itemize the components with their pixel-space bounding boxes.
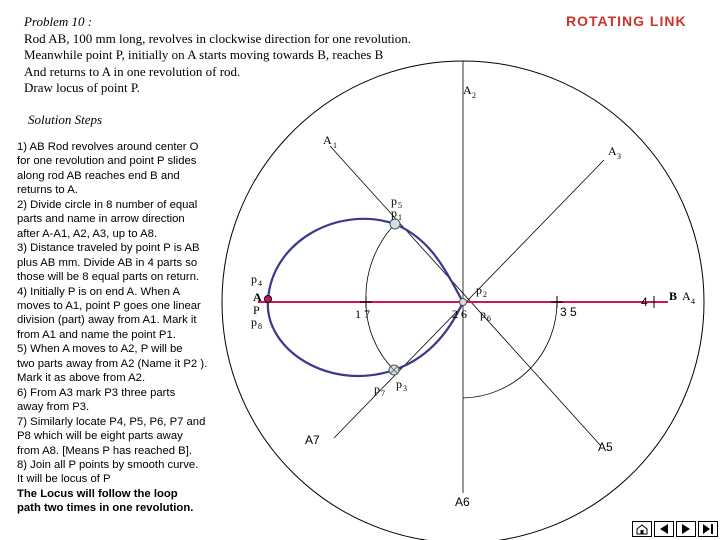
label-p1: p	[391, 206, 397, 220]
step-line: after A-A1, A2, A3, up to A8.	[17, 227, 158, 240]
step-line: plus AB mm. Divide AB in 4 parts so	[17, 256, 198, 269]
division-label-1-7: 1 7	[355, 307, 370, 321]
step-line: 6) From A3 mark P3 three parts	[17, 386, 176, 399]
label-p6: p	[480, 307, 486, 321]
point-p1-marker	[389, 218, 401, 230]
conclusion-line: The Locus will follow the loop	[17, 487, 178, 500]
brand-title: ROTATING LINK	[566, 13, 687, 29]
home-button[interactable]	[632, 521, 652, 537]
home-icon	[636, 524, 648, 535]
slide-navigation	[632, 521, 720, 537]
step-line: two parts away from A2 (Name it P2 ).	[17, 357, 208, 370]
construction-arc-p5	[462, 301, 558, 399]
step-line: 8) Join all P points by smooth curve.	[17, 458, 199, 471]
previous-icon	[660, 524, 668, 534]
last-icon	[703, 524, 713, 534]
label-a3-sub: 3	[617, 152, 621, 161]
label-a5: A5	[598, 440, 613, 454]
step-line: 3) Distance traveled by point P is AB	[17, 242, 200, 255]
step-line: It will be locus of P	[17, 473, 111, 486]
label-p7-sub: 7	[381, 389, 385, 398]
next-icon	[682, 524, 690, 534]
point-p3-cross	[389, 365, 399, 375]
division-line-a1-a5	[329, 145, 602, 447]
problem-title: Problem 10 :	[24, 14, 93, 29]
label-p3-sub: 3	[403, 384, 407, 393]
division-line-a3-a7	[333, 159, 605, 439]
label-a2: A	[463, 83, 472, 97]
label-p3: p	[396, 377, 402, 391]
last-button[interactable]	[698, 521, 718, 537]
solution-title: Solution Steps	[28, 112, 103, 127]
label-a6: A6	[455, 495, 470, 509]
step-line: away from P3.	[17, 401, 90, 414]
label-p4-sub: 4	[258, 279, 262, 288]
step-line: Mark it as above from A2.	[17, 372, 146, 385]
label-a4: A	[682, 289, 691, 303]
label-p5-sub: 5	[398, 201, 402, 210]
label-p4: p	[251, 272, 257, 286]
label-a: A	[253, 290, 262, 304]
step-line: division (part) away from A1. Mark it	[17, 314, 197, 327]
center-o-marker	[459, 298, 467, 306]
label-a1: A	[323, 133, 332, 147]
label-p1-sub: 1	[398, 213, 402, 222]
step-line: moves to A1, point P goes one linear	[17, 299, 201, 312]
step-line: for one revolution and point P slides	[17, 155, 197, 168]
step-line: 2) Divide circle in 8 number of equal	[17, 198, 198, 211]
problem-line: Rod AB, 100 mm long, revolves in clockwi…	[24, 30, 412, 46]
label-a2-sub: 2	[472, 91, 476, 100]
step-line: returns to A.	[17, 184, 78, 197]
division-label-2-6: 2 6	[452, 307, 467, 321]
problem-line: Meanwhile point P, initially on A starts…	[24, 47, 384, 62]
label-a4-sub: 4	[691, 297, 695, 306]
step-line: 7) Similarly locate P4, P5, P6, P7 and	[17, 415, 206, 428]
construction-arc-p3	[365, 301, 395, 371]
step-line: along rod AB reaches end B and	[17, 169, 180, 182]
problem-line: And returns to A in one revolution of ro…	[24, 63, 241, 79]
label-a7: A7	[305, 433, 320, 447]
problem-statement: Problem 10 : Rod AB, 100 mm long, revolv…	[24, 14, 474, 97]
label-p: P	[253, 303, 260, 317]
step-line: from A8. [Means P has reached B].	[17, 444, 192, 457]
conclusion-line: path two times in one revolution.	[17, 502, 194, 515]
label-p2-sub: 2	[483, 290, 487, 299]
construction-arc-p1	[365, 223, 396, 303]
label-a1-sub: 1	[333, 141, 337, 150]
step-line: 5) When A moves to A2, P will be	[17, 343, 183, 356]
step-line: 4) Initially P is on end A. When A	[17, 285, 181, 298]
label-a3: A	[608, 144, 617, 158]
step-line: parts and name in arrow direction	[17, 213, 185, 226]
next-button[interactable]	[676, 521, 696, 537]
locus-curve	[266, 217, 465, 378]
problem-line: Draw locus of point P.	[24, 80, 140, 95]
label-p5: p	[391, 194, 397, 208]
division-label-3-5: 3 5	[560, 305, 577, 319]
step-line: those will be 8 equal parts on return.	[17, 271, 200, 284]
solution-steps: 1) AB Rod revolves around center O for o…	[17, 140, 225, 516]
step-line: P8 which will be eight parts away	[17, 430, 183, 443]
label-p6-sub: 6	[487, 314, 491, 323]
label-b: B	[669, 289, 677, 303]
step-line: 1) AB Rod revolves around center O	[17, 141, 199, 153]
label-p7: p	[374, 382, 380, 396]
label-p8: p	[251, 315, 257, 329]
label-p2: p	[476, 283, 482, 297]
step-line: from A1 and name the point P1.	[17, 328, 176, 341]
previous-button[interactable]	[654, 521, 674, 537]
division-label-4: 4	[641, 295, 648, 309]
label-p8-sub: 8	[258, 322, 262, 331]
point-a-marker	[264, 295, 272, 303]
